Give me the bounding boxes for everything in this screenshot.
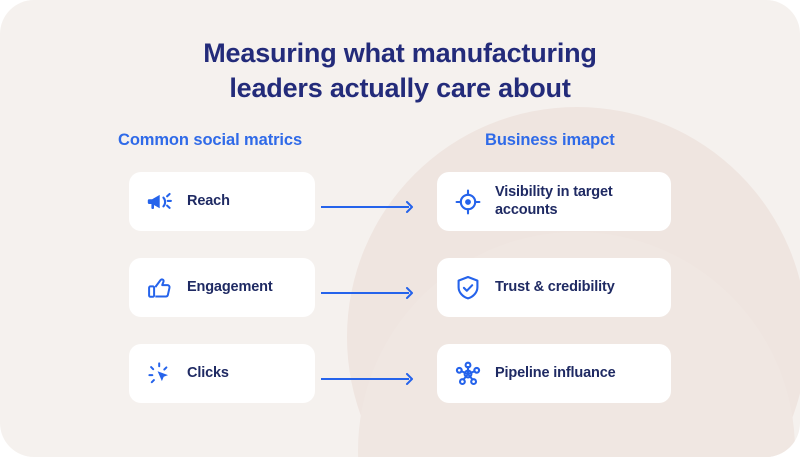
metric-card-label: Engagement [187,278,273,295]
comparison-rows: Reach Visibility in target accounts [0,172,800,430]
page-title-line-2: leaders actually care about [229,72,571,103]
column-heading-right: Business imapct [485,131,615,149]
impact-card-trust[interactable]: Trust & credibility [437,258,671,317]
arrow-right-icon [321,287,416,299]
comparison-row: Clicks [0,344,800,403]
page-title: Measuring what manufacturing leaders act… [0,36,800,105]
megaphone-icon [143,185,177,219]
impact-card-label: Trust & credibility [495,278,615,295]
impact-card-visibility[interactable]: Visibility in target accounts [437,172,671,231]
metric-card-clicks[interactable]: Clicks [129,344,315,403]
column-heading-left: Common social matrics [118,131,303,149]
metric-card-reach[interactable]: Reach [129,172,315,231]
metric-card-label: Clicks [187,364,229,381]
arrow-right-icon [321,373,416,385]
page-title-line-1: Measuring what manufacturing [203,38,597,68]
metric-card-engagement[interactable]: Engagement [129,258,315,317]
comparison-row: Engagement Trust & credibility [0,258,800,317]
comparison-row: Reach Visibility in target accounts [0,172,800,231]
impact-card-label: Pipeline influance [495,364,616,381]
network-nodes-icon [451,357,485,391]
impact-card-label: Visibility in target accounts [495,183,613,218]
cursor-click-icon [143,357,177,391]
impact-card-pipeline[interactable]: Pipeline influance [437,344,671,403]
shield-check-icon [451,271,485,305]
metric-card-label: Reach [187,192,230,209]
arrow-right-icon [321,201,416,213]
target-crosshair-icon [451,185,485,219]
thumbs-up-icon [143,271,177,305]
